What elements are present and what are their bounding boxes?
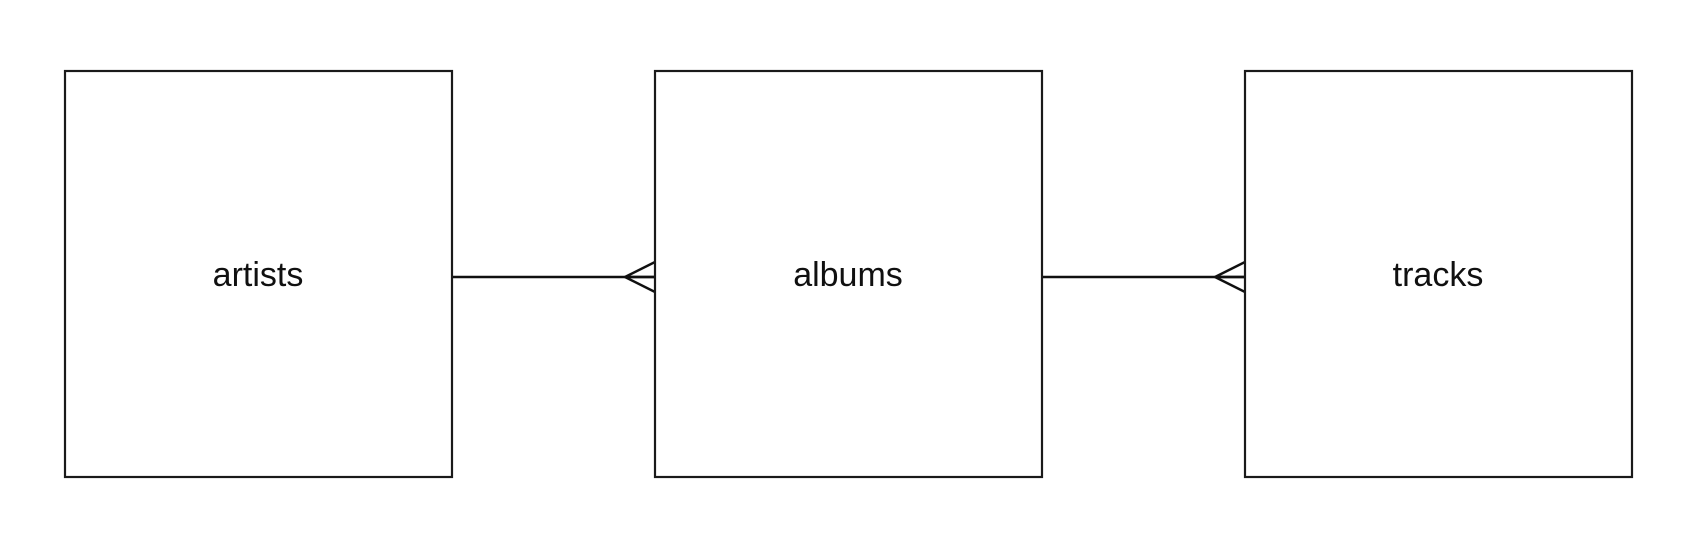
entity-label: albums — [793, 256, 903, 294]
relationship-artists-albums[interactable] — [452, 260, 656, 294]
crows-foot-icon — [1214, 260, 1246, 294]
entity-label: tracks — [1393, 256, 1484, 294]
relationship-albums-tracks[interactable] — [1041, 260, 1246, 294]
entity-box — [63, 69, 454, 479]
entity-albums[interactable]: albums — [653, 69, 1044, 479]
crows-foot-icon — [624, 260, 656, 294]
entity-artists[interactable]: artists — [63, 69, 454, 479]
entity-label: artists — [213, 256, 304, 294]
entity-tracks[interactable]: tracks — [1243, 69, 1634, 479]
entity-box — [653, 69, 1044, 479]
entity-box — [1243, 69, 1634, 479]
